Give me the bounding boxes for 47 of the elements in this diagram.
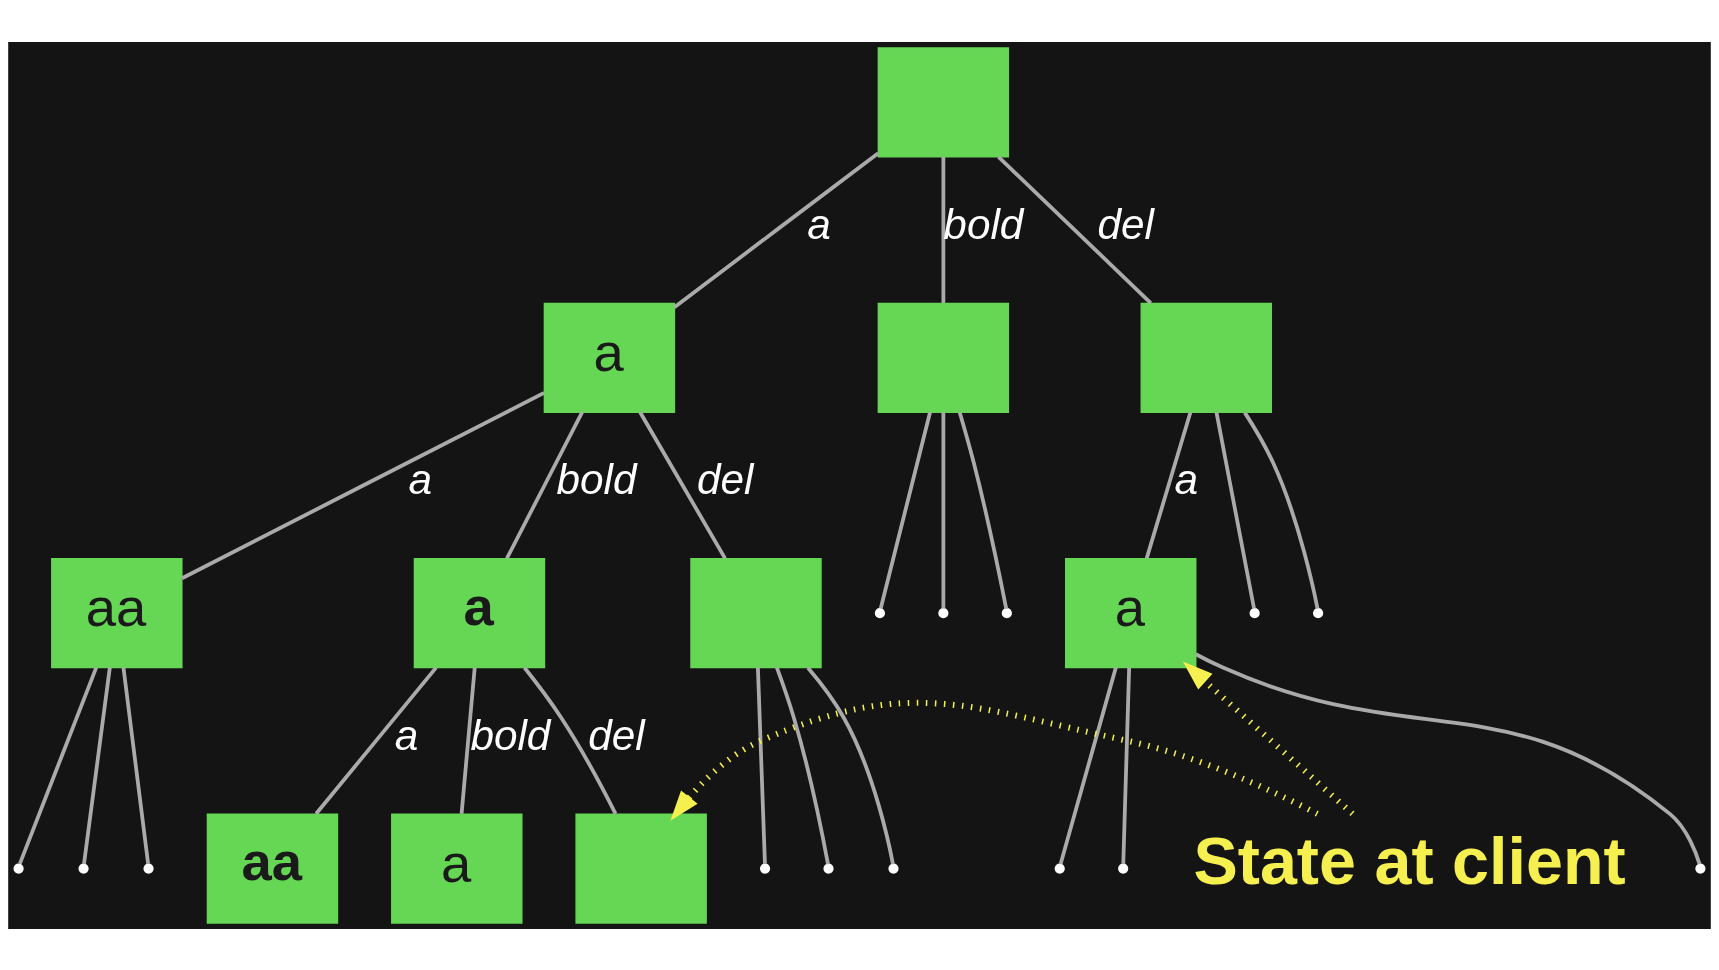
connector bbox=[806, 666, 895, 864]
node-box bbox=[877, 46, 1010, 158]
connector bbox=[523, 666, 618, 815]
node-box: a bbox=[1065, 557, 1197, 668]
node-box bbox=[690, 557, 822, 668]
connector bbox=[1121, 667, 1132, 864]
connector bbox=[673, 151, 880, 309]
edge-label: a bbox=[408, 455, 432, 503]
arrow bbox=[1182, 661, 1355, 816]
arrow bbox=[670, 699, 1319, 821]
connector bbox=[756, 667, 767, 864]
node-box bbox=[1140, 302, 1273, 413]
connector bbox=[505, 410, 584, 559]
connector bbox=[997, 155, 1153, 304]
node-box: a bbox=[543, 302, 676, 413]
connector bbox=[314, 665, 438, 815]
edge-label: bold bbox=[556, 455, 637, 503]
edge-label: bold bbox=[470, 711, 551, 759]
connector bbox=[82, 666, 112, 864]
connector bbox=[1214, 411, 1256, 609]
edge-label: a bbox=[394, 711, 419, 759]
node-box bbox=[575, 812, 707, 924]
node-box: a bbox=[413, 557, 546, 668]
connector bbox=[957, 411, 1009, 609]
edge-label: a bbox=[807, 200, 831, 248]
connector bbox=[18, 666, 98, 865]
node-box bbox=[877, 302, 1010, 413]
connector bbox=[638, 410, 727, 559]
edge-label: del bbox=[1097, 200, 1154, 248]
node-box: aa bbox=[206, 812, 339, 924]
connector bbox=[941, 411, 946, 608]
connector bbox=[878, 411, 932, 609]
connector bbox=[941, 156, 946, 303]
connector bbox=[459, 666, 477, 814]
connector bbox=[1058, 666, 1118, 864]
edge-label: a bbox=[1174, 455, 1199, 503]
connector bbox=[121, 666, 151, 864]
node-text: State at client bbox=[1193, 823, 1626, 898]
edge-label: del bbox=[588, 711, 645, 759]
connector bbox=[1144, 411, 1193, 559]
connector bbox=[181, 390, 545, 580]
connector bbox=[1243, 411, 1320, 609]
connector bbox=[775, 666, 830, 864]
connector bbox=[1194, 652, 1702, 865]
edge-label: del bbox=[697, 455, 754, 503]
node-box: aa bbox=[51, 557, 183, 668]
node-box: a bbox=[391, 812, 523, 924]
